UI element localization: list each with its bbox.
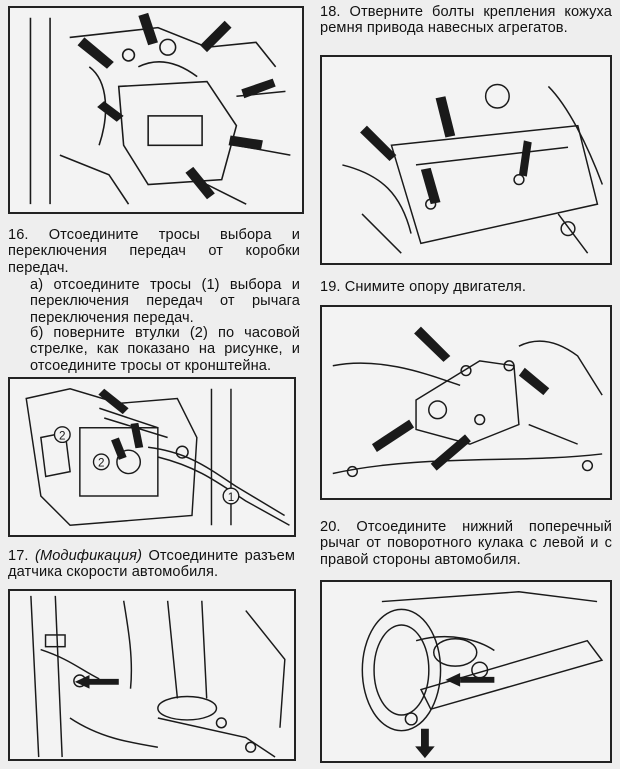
figure-speed-sensor-drawing bbox=[30, 595, 286, 758]
figure-transmission-top-drawing bbox=[29, 12, 291, 205]
figure-speed-sensor bbox=[8, 589, 296, 761]
callout-1-label: 1 bbox=[228, 491, 235, 504]
callout-2-mid-label: 2 bbox=[98, 457, 105, 470]
figure-shift-cables-drawing: 1 2 2 bbox=[25, 387, 290, 527]
figure-lower-arm bbox=[320, 580, 612, 763]
callout-2-left-label: 2 bbox=[59, 429, 66, 442]
figure-belt-cover-drawing bbox=[342, 83, 604, 254]
step-17-text: 17. (Модификация) Отсоедините разъем дат… bbox=[8, 548, 295, 581]
step-18-title: 18. Отверните болты крепления кожуха рем… bbox=[320, 4, 612, 37]
callout-2-mid: 2 bbox=[92, 453, 110, 471]
step-19-title: 19. Снимите опору двигателя. bbox=[320, 279, 527, 295]
figure-lower-arm-drawing bbox=[361, 591, 604, 759]
step-17-number: 17. bbox=[8, 548, 29, 564]
figure-transmission-top bbox=[8, 6, 304, 214]
step-17-modification: (Модификация) bbox=[34, 548, 143, 564]
callout-1: 1 bbox=[222, 487, 240, 505]
callout-2-left: 2 bbox=[53, 426, 71, 444]
step-16-sub-a: а) отсоедините тросы (1) выбора и перекл… bbox=[30, 277, 300, 326]
step-16-title: 16. Отсоедините тросы выбора и переключе… bbox=[8, 227, 300, 276]
step-17-body: Отсоедините разъем датчика скорости авто… bbox=[8, 548, 295, 581]
figure-shift-cables: 1 2 2 bbox=[8, 377, 296, 537]
figure-belt-cover bbox=[320, 55, 612, 265]
step-16-sub-b: б) поверните втулки (2) по часовой стрел… bbox=[30, 325, 300, 374]
step-20-title: 20. Отсоедините нижний поперечный рычаг … bbox=[320, 519, 612, 568]
figure-engine-mount bbox=[320, 305, 612, 500]
figure-engine-mount-drawing bbox=[332, 326, 603, 478]
